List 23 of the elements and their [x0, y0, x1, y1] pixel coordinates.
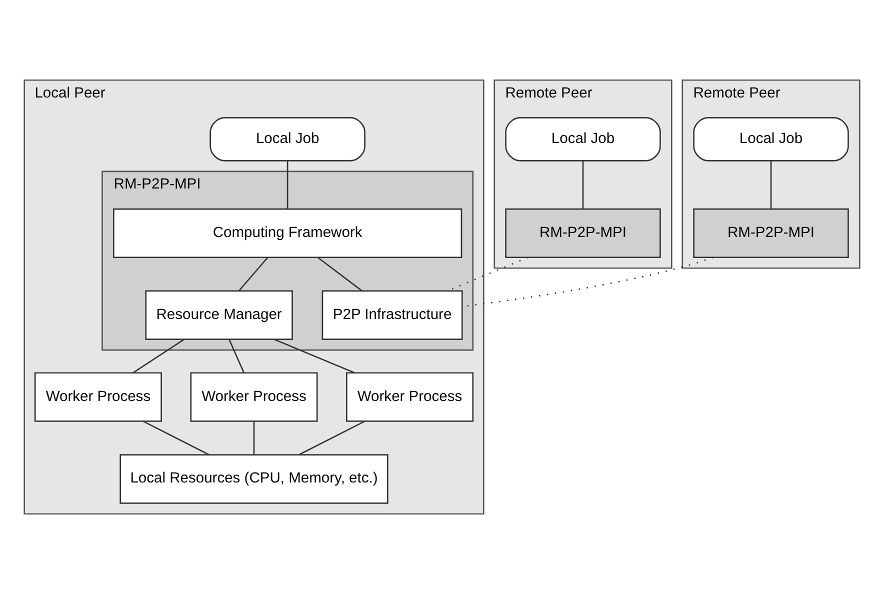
- node-box: Local Job: [693, 116, 849, 161]
- node-box: Resource Manager: [145, 290, 293, 340]
- connector: [274, 338, 355, 373]
- node-box: Local Job: [210, 116, 366, 161]
- node-box: P2P Infrastructure: [322, 290, 463, 340]
- node-box: RM-P2P-MPI: [693, 208, 849, 258]
- connector: [582, 160, 584, 208]
- node-box: Worker Process: [190, 372, 318, 422]
- node-box: Local Job: [505, 116, 661, 161]
- node-box: Computing Framework: [112, 208, 462, 258]
- connector: [228, 338, 244, 372]
- connector: [132, 338, 184, 373]
- node-box: Worker Process: [346, 372, 474, 422]
- node-box: Local Resources (CPU, Memory, etc.): [120, 454, 388, 504]
- connector: [142, 420, 210, 455]
- connector: [298, 420, 366, 455]
- connector: [286, 160, 288, 208]
- connector: [317, 256, 362, 291]
- connector: [253, 420, 255, 454]
- connector: [770, 160, 772, 208]
- connector: [238, 256, 268, 291]
- node-box: RM-P2P-MPI: [505, 208, 661, 258]
- node-box: Worker Process: [34, 372, 162, 422]
